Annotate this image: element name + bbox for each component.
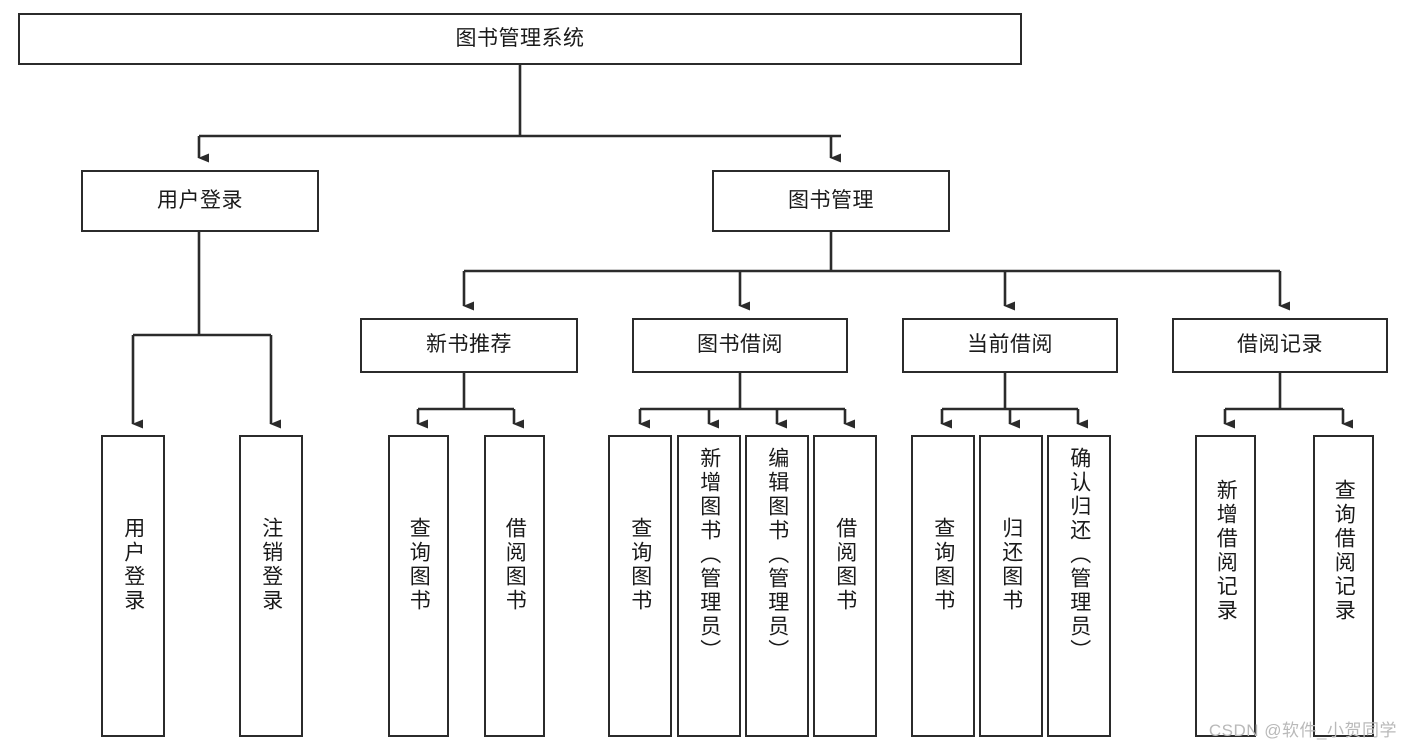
node-label: 查询图书 — [407, 517, 431, 613]
leaf-borrow-record-query-record[interactable]: 查询借阅记录 — [1313, 435, 1374, 737]
node-label: 查询借阅记录 — [1332, 479, 1356, 623]
node-new-book-recommend[interactable]: 新书推荐 — [360, 318, 578, 373]
leaf-user-login-logout[interactable]: 注销登录 — [239, 435, 303, 737]
leaf-book-borrow-edit-book-admin[interactable]: 编辑图书（管理员） — [745, 435, 809, 737]
leaf-borrow-record-add-record[interactable]: 新增借阅记录 — [1195, 435, 1256, 737]
watermark-text: CSDN @软件_小贺同学 — [1208, 721, 1397, 740]
node-label: 图书管理系统 — [455, 26, 585, 50]
node-book-borrow[interactable]: 图书借阅 — [632, 318, 848, 373]
node-label: 注销登录 — [259, 517, 283, 613]
node-label: 借阅图书 — [503, 517, 527, 613]
node-label: 借阅图书 — [833, 517, 857, 613]
leaf-new-book-borrow-book[interactable]: 借阅图书 — [484, 435, 545, 737]
node-book-management[interactable]: 图书管理 — [712, 170, 950, 232]
leaf-current-borrow-return-book[interactable]: 归还图书 — [979, 435, 1043, 737]
node-label: 用户登录 — [157, 188, 243, 212]
node-label: 查询图书 — [628, 517, 652, 613]
node-label: 当前借阅 — [967, 333, 1053, 357]
leaf-book-borrow-query-book[interactable]: 查询图书 — [608, 435, 672, 737]
leaf-book-borrow-add-book-admin[interactable]: 新增图书（管理员） — [677, 435, 741, 737]
node-label: 确认归还（管理员） — [1067, 447, 1091, 663]
node-label: 图书借阅 — [697, 333, 783, 357]
node-label: 归还图书 — [999, 517, 1023, 613]
node-label: 新增借阅记录 — [1214, 479, 1238, 623]
leaf-new-book-query-book[interactable]: 查询图书 — [388, 435, 449, 737]
node-label: 用户登录 — [121, 517, 145, 613]
node-label: 图书管理 — [788, 188, 874, 212]
node-user-login[interactable]: 用户登录 — [81, 170, 319, 232]
node-borrow-record[interactable]: 借阅记录 — [1172, 318, 1388, 373]
node-label: 查询图书 — [931, 517, 955, 613]
leaf-current-borrow-query-book[interactable]: 查询图书 — [911, 435, 975, 737]
node-label: 借阅记录 — [1237, 333, 1323, 357]
node-label: 新书推荐 — [426, 333, 512, 357]
leaf-current-borrow-confirm-return-admin[interactable]: 确认归还（管理员） — [1047, 435, 1111, 737]
node-root-book-management-system[interactable]: 图书管理系统 — [18, 13, 1022, 65]
leaf-user-login-login[interactable]: 用户登录 — [101, 435, 165, 737]
leaf-book-borrow-borrow-book[interactable]: 借阅图书 — [813, 435, 877, 737]
node-current-borrow[interactable]: 当前借阅 — [902, 318, 1118, 373]
node-label: 编辑图书（管理员） — [765, 447, 789, 663]
node-label: 新增图书（管理员） — [697, 447, 721, 663]
